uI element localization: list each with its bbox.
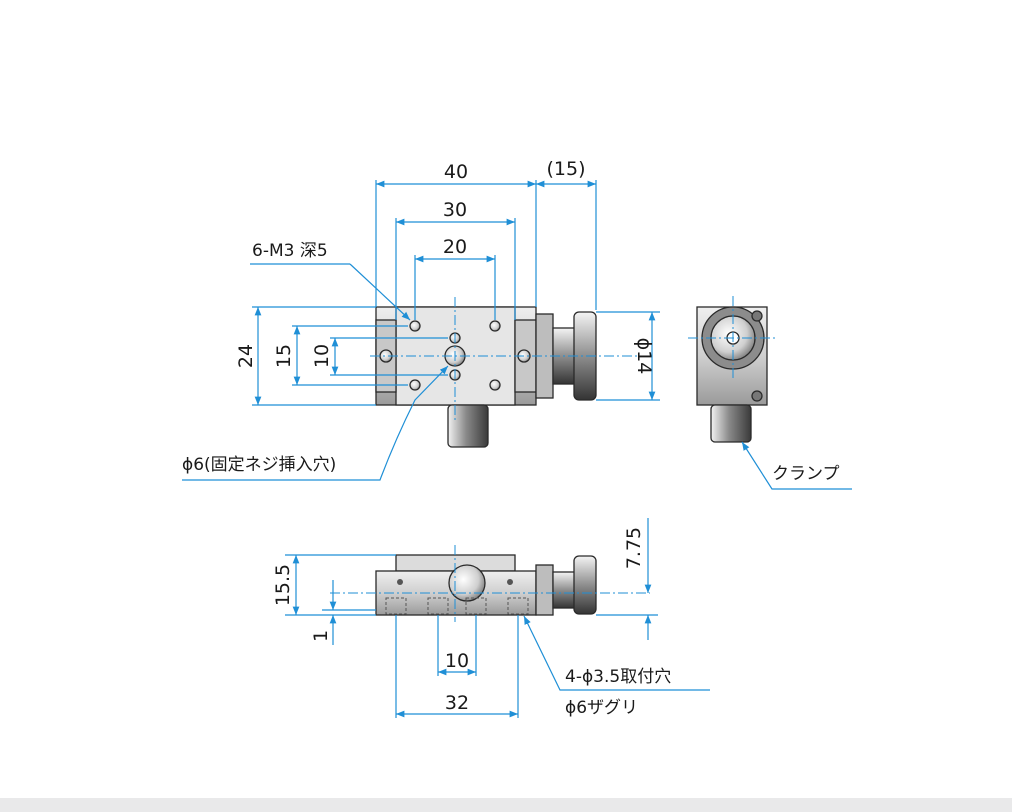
dim-20: 20 [443,236,467,258]
tapped-hole [489,379,501,391]
side-corner-screw-2 [751,390,763,402]
dim-10h: 10 [445,650,469,672]
side-corner-screw [751,310,763,322]
front-screw-2 [507,579,513,585]
dim-40: 40 [444,161,468,183]
clamp-lever-bottom [447,404,489,448]
dim-1: 1 [310,630,332,642]
dim-15-ref: (15) [546,158,585,180]
dim-15: 15 [273,344,295,368]
tapped-hole [409,379,421,391]
dim-24: 24 [235,344,257,368]
front-end-block [535,564,554,616]
callout-counterbore: ϕ6ザグリ [565,698,638,718]
callout-mount-holes: 4-ϕ3.5取付穴 [565,667,671,687]
tapped-hole [489,320,501,332]
bottom-bar [0,798,1012,812]
side-view: クランプ [688,296,852,490]
callout-tapped-holes: 6-M3 深5 [252,241,328,261]
dim-10: 10 [311,344,333,368]
callout-fix-hole: ϕ6(固定ネジ挿入穴) [182,455,336,475]
dim-7-75: 7.75 [623,527,645,569]
front-clamp-end [448,564,486,602]
callout-clamp: クランプ [772,464,840,484]
side-clamp-lever [710,404,752,443]
dim-32: 32 [445,692,469,714]
dim-15-5: 15.5 [272,564,294,606]
dim-phi14: ϕ14 [633,338,655,375]
front-knob-head [573,555,597,615]
front-view: 15.5 1 7.75 10 32 4-ϕ3.5取付穴 ϕ6ザグリ [272,518,710,718]
dim-30: 30 [443,199,467,221]
front-screw [397,579,403,585]
tapped-hole [409,320,421,332]
top-view: 40 (15) 30 20 24 15 10 ϕ14 6-M3 深5 ϕ6(固定… [182,158,660,481]
